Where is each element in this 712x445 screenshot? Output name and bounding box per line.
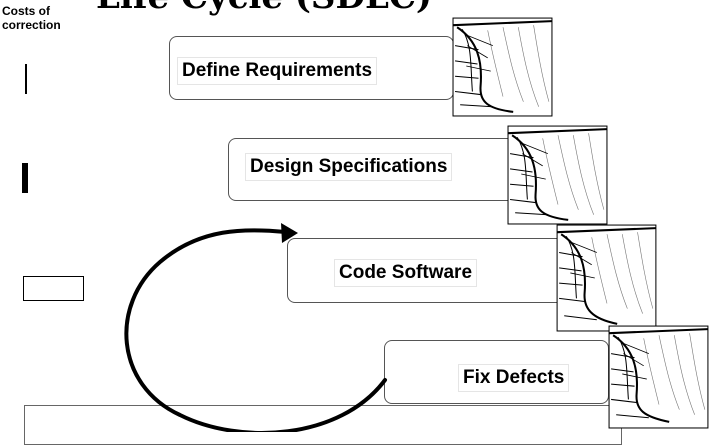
stage-label: Fix Defects [458, 364, 570, 392]
cost-bar-thin [25, 64, 27, 94]
stage-design-specifications: Design Specifications [228, 138, 515, 201]
stage-fix-defects: Fix Defects [384, 340, 609, 404]
waterfall-sketch-icon [608, 325, 709, 429]
stage-label: Design Specifications [245, 153, 453, 181]
curved-arrow-icon [124, 223, 387, 432]
diagram-title: Life Cycle (SDLC) [96, 0, 432, 14]
cost-bar-medium [22, 163, 28, 193]
waterfall-sketch-icon [556, 224, 657, 332]
cost-label-line1: Costs of [2, 4, 50, 18]
waterfall-sketch-icon [452, 17, 553, 117]
stage-label: Define Requirements [177, 57, 378, 85]
stage-code-software: Code Software [287, 238, 566, 303]
cost-label-line2: correction [2, 18, 61, 32]
costs-of-correction-label: Costs of correction [2, 4, 61, 32]
stage-label: Code Software [334, 259, 478, 287]
cost-bar-wide [23, 276, 84, 301]
stage-define-requirements: Define Requirements [169, 36, 454, 100]
waterfall-sketch-icon [507, 125, 608, 225]
